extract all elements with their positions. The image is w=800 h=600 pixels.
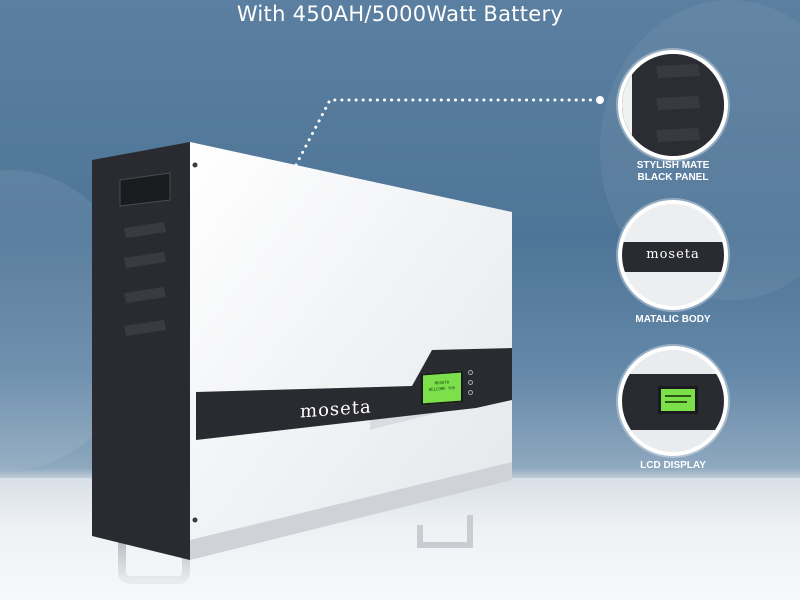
- lcd-line-2: WELCOME YOU: [428, 385, 456, 392]
- lcd-button[interactable]: [468, 390, 473, 395]
- feature-label-line: BLACK PANEL: [637, 172, 709, 183]
- feature-label-black-panel: STYLISH MATE BLACK PANEL: [603, 160, 743, 184]
- feature-label-lcd-display: LCD DISPLAY: [603, 460, 743, 472]
- metallic-body-logo-icon: [622, 204, 724, 306]
- feature-circle-lcd-display: [618, 346, 728, 456]
- feature-circle-black-panel: [618, 50, 728, 160]
- feature-label-metallic-body: MATALIC BODY: [603, 314, 743, 326]
- feature-brand-logo: moseta: [646, 247, 700, 262]
- headline: With 450AH/5000Watt Battery: [236, 2, 564, 26]
- feature-label-line: MATALIC BODY: [635, 314, 711, 325]
- lcd-display-icon: [622, 350, 724, 452]
- feature-label-line: LCD DISPLAY: [640, 460, 706, 471]
- lcd-buttons: [468, 370, 476, 400]
- feature-label-line: STYLISH MATE: [636, 160, 710, 171]
- lcd-screen: MOSETA WELCOME YOU: [421, 370, 463, 406]
- lcd-button[interactable]: [468, 380, 473, 385]
- lcd-button[interactable]: [468, 370, 473, 375]
- black-panel-vents-icon: [622, 54, 724, 156]
- feature-circle-metallic-body: moseta: [618, 200, 728, 310]
